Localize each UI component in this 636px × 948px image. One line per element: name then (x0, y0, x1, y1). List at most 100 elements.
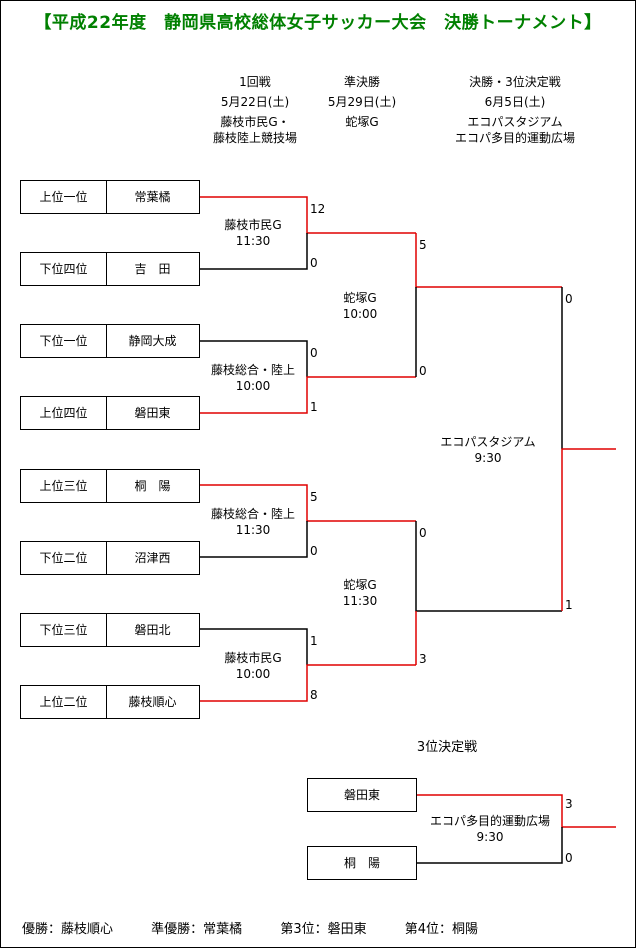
round1-date: 5月22日(土) (220, 95, 290, 109)
match-time: 9:30 (476, 830, 504, 844)
score: 3 (419, 652, 427, 666)
match-time: 9:30 (474, 451, 502, 465)
match-info: 蛇塚G 10:00 (320, 290, 400, 322)
match-venue: エコパ多目的運動広場 (429, 814, 550, 828)
third-place-team-box: 桐 陽 (307, 846, 417, 880)
team-seed: 上位三位 (21, 470, 107, 502)
score: 0 (419, 364, 427, 378)
team-box: 下位三位 磐田北 (20, 613, 200, 647)
score: 3 (565, 797, 573, 811)
match-info: エコパ多目的運動広場 9:30 (420, 813, 560, 845)
team-seed: 下位三位 (21, 614, 107, 646)
score: 1 (310, 634, 318, 648)
match-info: 藤枝総合・陸上 10:00 (203, 362, 303, 394)
bracket-win-line (415, 233, 562, 288)
final-venue-1: エコパスタジアム (467, 115, 563, 129)
page-title: 【平成22年度 静岡県高校総体女子サッカー大会 決勝トーナメント】 (34, 13, 602, 33)
final-date: 6月5日(土) (484, 95, 546, 109)
results-summary: 優勝：藤枝順心 準優勝：常葉橘 第3位：磐田東 第4位：桐陽 (22, 918, 512, 937)
team-box: 上位三位 桐 陽 (20, 469, 200, 503)
team-box: 下位二位 沼津西 (20, 541, 200, 575)
score: 1 (565, 598, 573, 612)
score: 0 (310, 544, 318, 558)
team-seed: 下位二位 (21, 542, 107, 574)
match-venue: エコパスタジアム (440, 435, 536, 449)
score: 0 (565, 292, 573, 306)
score: 8 (310, 688, 318, 702)
match-venue: 蛇塚G (343, 578, 377, 592)
match-time: 11:30 (235, 523, 271, 537)
match-time: 11:30 (235, 234, 271, 248)
bracket-lose-line (200, 628, 308, 665)
match-info: 藤枝市民G 11:30 (207, 217, 299, 249)
bracket-win-line (200, 484, 416, 522)
final-header: 決勝・3位決定戦 6月5日(土) エコパスタジアム エコパ多目的運動広場 (430, 74, 600, 146)
team-box: 上位二位 藤枝順心 (20, 685, 200, 719)
team-name: 常葉橘 (134, 190, 171, 204)
team-name: 磐田北 (134, 623, 171, 637)
round1-name: 1回戦 (239, 75, 271, 89)
team-seed: 上位四位 (21, 397, 107, 429)
score: 1 (310, 400, 318, 414)
team-name: 静岡大成 (128, 334, 177, 348)
match-venue: 蛇塚G (343, 291, 377, 305)
bracket-win-line (200, 376, 416, 414)
match-info: 蛇塚G 11:30 (320, 577, 400, 609)
score: 5 (419, 238, 427, 252)
score: 0 (310, 346, 318, 360)
champion-text: 優勝：藤枝順心 (22, 922, 114, 937)
score: 0 (310, 256, 318, 270)
team-name: 磐田東 (343, 788, 380, 802)
score: 5 (310, 490, 318, 504)
score: 0 (565, 851, 573, 865)
bracket-win-line (200, 196, 416, 234)
team-name: 桐 陽 (343, 856, 380, 870)
bracket-lose-line (200, 340, 308, 377)
match-info: 藤枝市民G 10:00 (207, 650, 299, 682)
bracket-lose-line (417, 827, 563, 864)
match-venue: 藤枝市民G (224, 651, 282, 665)
semifinal-venue: 蛇塚G (345, 115, 379, 129)
round1-venue-1: 藤枝市民G・ (220, 115, 290, 129)
team-seed: 下位四位 (21, 253, 107, 285)
score: 12 (310, 202, 326, 216)
team-name: 藤枝順心 (128, 695, 177, 709)
team-seed: 上位一位 (21, 181, 107, 213)
team-seed: 下位一位 (21, 325, 107, 357)
team-box: 下位一位 静岡大成 (20, 324, 200, 358)
bracket-lose-line (415, 521, 562, 612)
team-box: 下位四位 吉 田 (20, 252, 200, 286)
bracket-win-line (561, 448, 616, 611)
team-name: 桐 陽 (134, 479, 171, 493)
match-info: エコパスタジアム 9:30 (428, 434, 548, 466)
team-name: 吉 田 (134, 262, 171, 276)
bracket-lose-line (200, 233, 308, 270)
match-time: 10:00 (235, 379, 271, 393)
final-name: 決勝・3位決定戦 (469, 75, 561, 89)
team-name: 磐田東 (134, 406, 171, 420)
match-venue: 藤枝総合・陸上 (210, 507, 295, 521)
final-venue-2: エコパ多目的運動広場 (454, 131, 575, 145)
round1-venue-2: 藤枝陸上競技場 (212, 131, 297, 145)
semifinal-header: 準決勝 5月29日(土) 蛇塚G (307, 74, 417, 130)
team-seed: 上位二位 (21, 686, 107, 718)
match-info: 藤枝総合・陸上 11:30 (203, 506, 303, 538)
third-place-team-box: 磐田東 (307, 778, 417, 812)
team-box: 上位一位 常葉橘 (20, 180, 200, 214)
team-name: 沼津西 (134, 551, 171, 565)
third-place-text: 第3位：磐田東 (280, 922, 367, 937)
match-venue: 藤枝総合・陸上 (210, 363, 295, 377)
semifinal-name: 準決勝 (343, 75, 380, 89)
match-time: 10:00 (235, 667, 271, 681)
score: 0 (419, 526, 427, 540)
fourth-place-text: 第4位：桐陽 (404, 922, 479, 937)
bracket-win-line (200, 664, 416, 702)
bracket-win-line (417, 794, 616, 828)
team-box: 上位四位 磐田東 (20, 396, 200, 430)
semifinal-date: 5月29日(土) (327, 95, 397, 109)
match-venue: 藤枝市民G (224, 218, 282, 232)
round1-header: 1回戦 5月22日(土) 藤枝市民G・ 藤枝陸上競技場 (200, 74, 310, 146)
match-time: 11:30 (342, 594, 378, 608)
match-time: 10:00 (342, 307, 378, 321)
